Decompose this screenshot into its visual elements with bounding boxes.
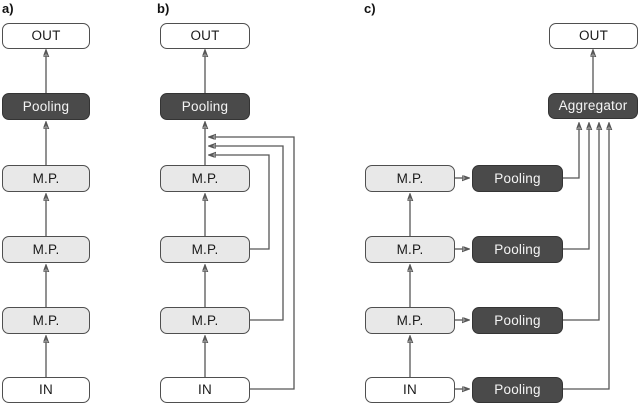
node-b-mp3: M.P. xyxy=(160,307,250,334)
node-b-in: IN xyxy=(160,377,250,403)
panel-a-label: a) xyxy=(2,1,14,16)
node-a-out: OUT xyxy=(2,23,90,49)
arrow-c-pooling2-to-aggregator xyxy=(563,124,589,250)
node-c-aggregator: Aggregator xyxy=(548,93,638,119)
node-b-out: OUT xyxy=(160,23,250,49)
node-b-mp1: M.P. xyxy=(160,165,250,192)
node-a-mp2: M.P. xyxy=(2,236,90,263)
node-c-mp3: M.P. xyxy=(365,307,455,334)
node-c-mp2: M.P. xyxy=(365,236,455,263)
panel-b-label: b) xyxy=(157,1,170,16)
node-c-out: OUT xyxy=(549,23,638,49)
node-b-pooling: Pooling xyxy=(160,93,250,120)
node-a-in: IN xyxy=(2,377,90,403)
node-c-pooling3: Pooling xyxy=(472,307,563,334)
node-c-pooling2: Pooling xyxy=(472,236,563,263)
node-c-pooling1: Pooling xyxy=(472,165,563,192)
panel-c-label: c) xyxy=(364,1,376,16)
node-a-pooling: Pooling xyxy=(2,93,90,120)
node-b-mp2: M.P. xyxy=(160,236,250,263)
node-a-mp1: M.P. xyxy=(2,165,90,192)
arrow-c-pooling1-to-aggregator xyxy=(563,124,579,179)
node-c-mp1: M.P. xyxy=(365,165,455,192)
node-c-pooling4: Pooling xyxy=(472,377,563,403)
arrow-c-pooling3-to-aggregator xyxy=(563,124,599,321)
arrow-c-pooling4-to-aggregator xyxy=(563,124,609,390)
node-c-in: IN xyxy=(365,377,455,403)
node-a-mp3: M.P. xyxy=(2,307,90,334)
